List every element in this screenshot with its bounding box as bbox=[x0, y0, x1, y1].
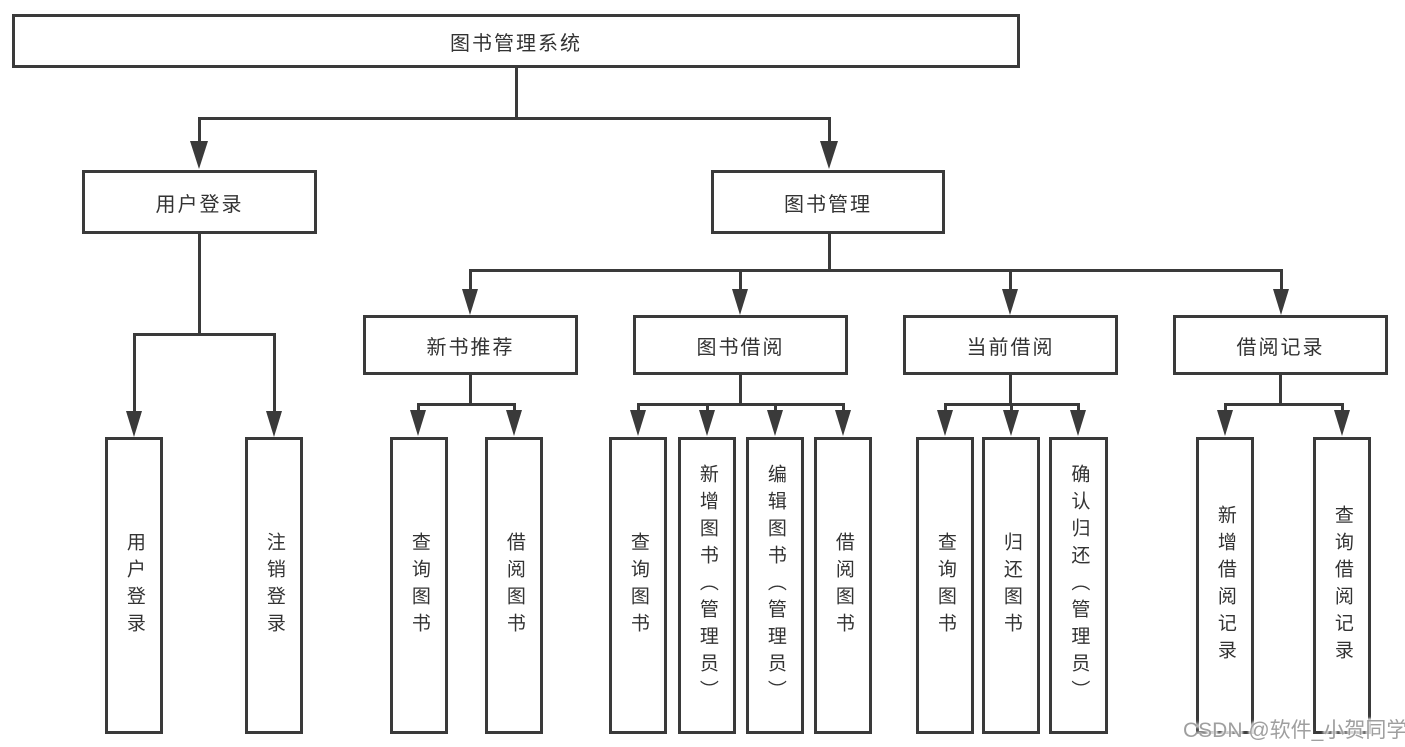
arrow-down-icon bbox=[266, 411, 282, 437]
leaf-add-borrow-record-label: 新增借阅记录 bbox=[1214, 504, 1236, 667]
node-new-book-recommend-label: 新书推荐 bbox=[426, 336, 515, 359]
connector-drop bbox=[943, 403, 947, 412]
arrow-down-icon bbox=[1273, 289, 1289, 315]
connector-drop bbox=[705, 403, 709, 412]
connector-drop-user-login bbox=[197, 117, 201, 142]
leaf-add-borrow-record: 新增借阅记录 bbox=[1196, 437, 1254, 734]
leaf-query-borrow-record: 查询借阅记录 bbox=[1313, 437, 1371, 734]
node-current-borrow: 当前借阅 bbox=[903, 315, 1118, 375]
watermark: CSDN @软件_小贺同学 bbox=[1183, 719, 1405, 742]
connector-drop-leaf-user-login bbox=[132, 333, 136, 412]
connector-drop bbox=[1076, 403, 1080, 412]
arrow-down-icon bbox=[767, 410, 783, 436]
leaf-user-login-label: 用户登录 bbox=[123, 531, 145, 640]
connector-book-borrow-bus bbox=[636, 403, 845, 406]
connector-drop bbox=[512, 403, 516, 412]
leaf-query-books-current: 查询图书 bbox=[916, 437, 974, 734]
node-user-login-label: 用户登录 bbox=[155, 193, 244, 216]
arrow-down-icon bbox=[1217, 410, 1233, 436]
connector-drop bbox=[416, 403, 420, 412]
arrow-down-icon bbox=[462, 289, 478, 315]
leaf-logout-login-label: 注销登录 bbox=[263, 531, 285, 640]
leaf-add-book-admin: 新增图书（管理员） bbox=[678, 437, 736, 734]
leaf-confirm-return-admin-label: 确认归还（管理员） bbox=[1068, 464, 1090, 707]
leaf-query-books-recommend: 查询图书 bbox=[390, 437, 448, 734]
arrow-down-icon bbox=[699, 410, 715, 436]
arrow-down-icon bbox=[506, 410, 522, 436]
connector-drop bbox=[1340, 403, 1344, 412]
leaf-query-borrow-record-label: 查询借阅记录 bbox=[1331, 504, 1353, 667]
leaf-edit-book-admin-label: 编辑图书（管理员） bbox=[764, 464, 786, 707]
arrow-down-icon bbox=[1070, 410, 1086, 436]
node-borrow-records-label: 借阅记录 bbox=[1236, 336, 1325, 359]
connector-drop-book-borrow bbox=[738, 269, 742, 291]
leaf-query-books-current-label: 查询图书 bbox=[934, 531, 956, 640]
connector-borrow-records-stem bbox=[1278, 375, 1282, 406]
leaf-query-books-borrow-label: 查询图书 bbox=[627, 531, 649, 640]
leaf-borrow-books-recommend-label: 借阅图书 bbox=[503, 531, 525, 640]
connector-drop bbox=[1223, 403, 1227, 412]
connector-drop bbox=[1009, 403, 1013, 412]
connector-current-borrow-stem bbox=[1008, 375, 1012, 406]
node-book-management-label: 图书管理 bbox=[784, 193, 872, 216]
node-root-label: 图书管理系统 bbox=[450, 32, 582, 55]
connector-drop-leaf-logout bbox=[272, 333, 276, 412]
arrow-down-icon bbox=[410, 410, 426, 436]
arrow-down-icon bbox=[1003, 410, 1019, 436]
connector-drop bbox=[841, 403, 845, 412]
connector-drop-book-management bbox=[827, 117, 831, 142]
connector-root-stem bbox=[514, 68, 518, 119]
connector-drop-borrow-records bbox=[1279, 269, 1283, 291]
node-book-management: 图书管理 bbox=[711, 170, 945, 234]
node-user-login: 用户登录 bbox=[82, 170, 317, 234]
node-book-borrow-label: 图书借阅 bbox=[696, 336, 785, 359]
leaf-confirm-return-admin: 确认归还（管理员） bbox=[1049, 437, 1108, 734]
arrow-down-icon bbox=[1002, 289, 1018, 315]
leaf-borrow-books-label: 借阅图书 bbox=[832, 531, 854, 640]
leaf-query-books-recommend-label: 查询图书 bbox=[408, 531, 430, 640]
connector-drop-current-borrow bbox=[1008, 269, 1012, 291]
leaf-return-book-label: 归还图书 bbox=[1000, 531, 1022, 640]
connector-new-book-stem bbox=[468, 375, 472, 406]
arrow-down-icon bbox=[126, 411, 142, 437]
arrow-down-icon bbox=[820, 141, 838, 169]
leaf-query-books-borrow: 查询图书 bbox=[609, 437, 667, 734]
leaf-add-book-admin-label: 新增图书（管理员） bbox=[696, 464, 718, 707]
arrow-down-icon bbox=[835, 410, 851, 436]
node-new-book-recommend: 新书推荐 bbox=[363, 315, 578, 375]
arrow-down-icon bbox=[630, 410, 646, 436]
connector-drop bbox=[636, 403, 640, 412]
connector-borrow-records-bus bbox=[1223, 403, 1344, 406]
leaf-edit-book-admin: 编辑图书（管理员） bbox=[746, 437, 804, 734]
connector-book-management-bus bbox=[468, 269, 1283, 272]
leaf-return-book: 归还图书 bbox=[982, 437, 1040, 734]
arrow-down-icon bbox=[732, 289, 748, 315]
connector-user-login-bus bbox=[132, 333, 276, 336]
connector-book-borrow-stem bbox=[738, 375, 742, 406]
connector-new-book-bus bbox=[416, 403, 516, 406]
leaf-user-login: 用户登录 bbox=[105, 437, 163, 734]
connector-user-login-stem bbox=[197, 234, 201, 336]
node-borrow-records: 借阅记录 bbox=[1173, 315, 1388, 375]
connector-drop-new-book bbox=[468, 269, 472, 291]
arrow-down-icon bbox=[937, 410, 953, 436]
connector-root-bus bbox=[197, 117, 831, 120]
connector-drop bbox=[773, 403, 777, 412]
leaf-borrow-books: 借阅图书 bbox=[814, 437, 872, 734]
connector-book-management-stem bbox=[827, 234, 831, 272]
arrow-down-icon bbox=[1334, 410, 1350, 436]
arrow-down-icon bbox=[190, 141, 208, 169]
node-root: 图书管理系统 bbox=[12, 14, 1020, 68]
node-book-borrow: 图书借阅 bbox=[633, 315, 848, 375]
node-current-borrow-label: 当前借阅 bbox=[966, 336, 1055, 359]
leaf-logout-login: 注销登录 bbox=[245, 437, 303, 734]
leaf-borrow-books-recommend: 借阅图书 bbox=[485, 437, 543, 734]
